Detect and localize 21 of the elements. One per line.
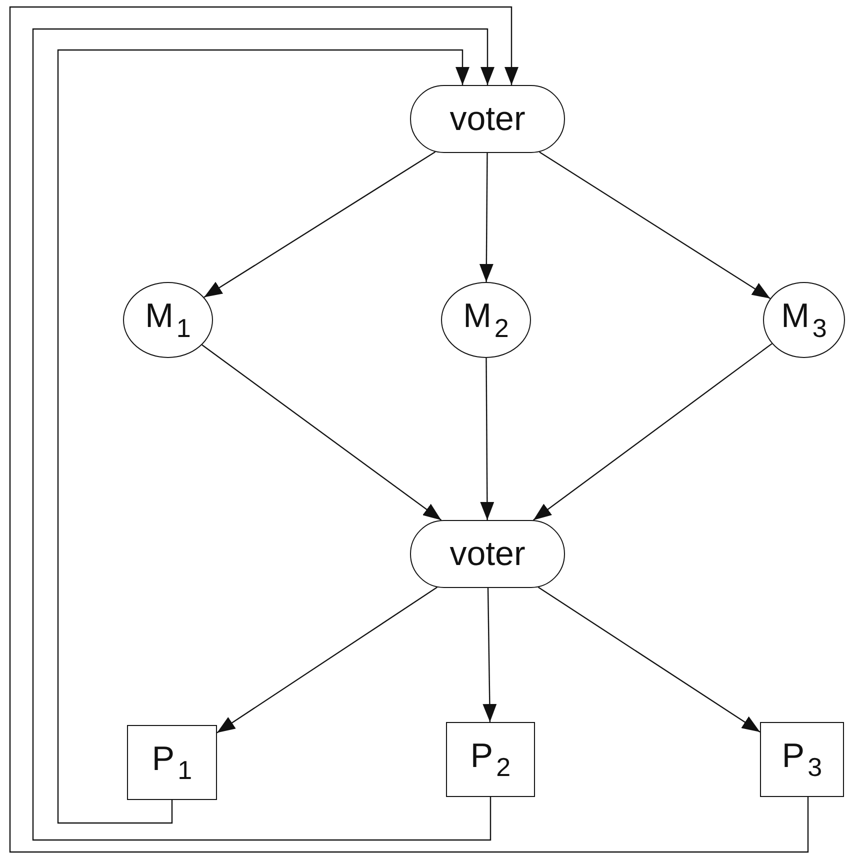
node-label: M$_{3}$ xyxy=(781,299,827,341)
node-label: P$_{3}$ xyxy=(782,738,822,780)
arrow xyxy=(482,588,497,722)
process-box xyxy=(760,722,844,797)
node-label: P$_{2}$ xyxy=(470,738,511,780)
arrow xyxy=(204,151,436,298)
arrow xyxy=(533,343,772,521)
process-box xyxy=(127,725,217,800)
process-box xyxy=(446,722,535,797)
node-label: voter xyxy=(450,102,526,136)
node-label: M$_{2}$ xyxy=(463,299,509,341)
node-label: M$_{1}$ xyxy=(145,299,191,341)
arrow xyxy=(216,586,438,734)
node-label: P$_{1}$ xyxy=(152,742,192,784)
node-label: voter xyxy=(450,537,526,571)
arrow xyxy=(538,586,760,733)
arrow xyxy=(480,358,494,520)
arrow xyxy=(539,151,770,300)
arrow xyxy=(202,344,442,521)
arrow xyxy=(9,6,809,853)
arrow xyxy=(479,153,494,282)
